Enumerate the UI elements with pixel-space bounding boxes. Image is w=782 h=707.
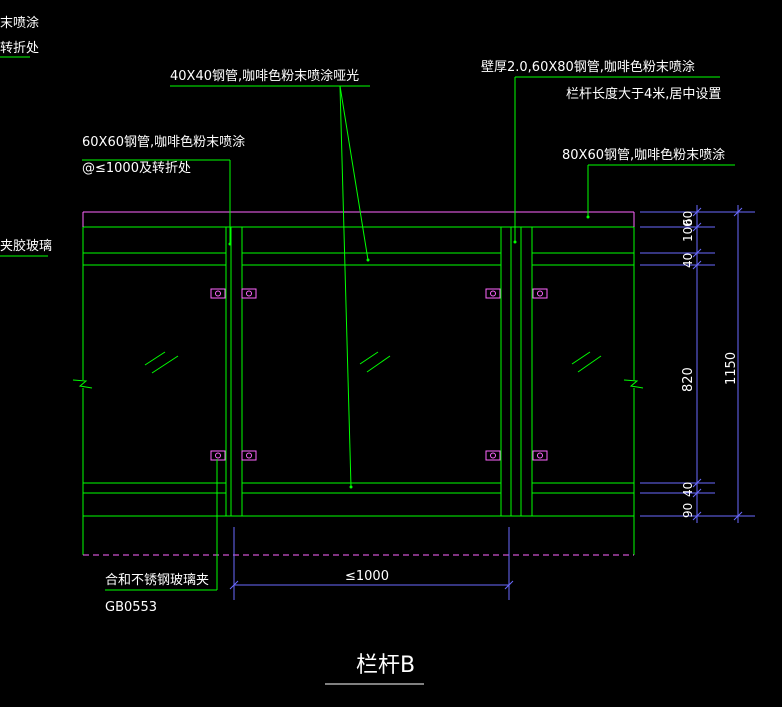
note-handrail-80x60: 80X60钢管,咖啡色粉末喷涂 — [562, 147, 725, 163]
dimension-lines — [229, 205, 755, 600]
dim-40-bottom: 40 — [681, 482, 695, 497]
glass-hatch-marks — [144, 351, 602, 374]
dim-60: 60 — [681, 211, 695, 226]
note-top-left-2: 转折处 — [0, 41, 39, 56]
note-glass: 夹胶玻璃 — [0, 238, 52, 254]
note-post-60x60-2: @≤1000及转折处 — [82, 161, 191, 176]
note-post-60x60-1: 60X60钢管,咖啡色粉末喷涂 — [82, 134, 245, 150]
dim-spacing: ≤1000 — [345, 569, 389, 584]
leader-dots — [228, 215, 590, 489]
dim-100: 100 — [681, 219, 695, 242]
leader-lines — [0, 56, 735, 591]
dim-820: 820 — [681, 367, 696, 392]
note-tube-40x40: 40X40钢管,咖啡色粉末喷涂哑光 — [170, 68, 359, 84]
note-top-left-1: 末喷涂 — [0, 15, 39, 31]
note-clamp-2: GB0553 — [105, 600, 157, 615]
note-clamp-1: 合和不锈钢玻璃夹 — [105, 573, 209, 588]
drawing-title: 栏杆B — [356, 653, 415, 678]
dim-40-top: 40 — [681, 253, 695, 268]
handrail — [82, 211, 635, 227]
railing-frame — [72, 212, 644, 555]
dim-90: 90 — [681, 503, 695, 518]
note-wall-thickness-1: 壁厚2.0,60X80钢管,咖啡色粉末喷涂 — [481, 59, 695, 75]
glass-clamps — [210, 288, 548, 461]
dim-total-height: 1150 — [724, 352, 739, 385]
note-wall-thickness-2: 栏杆长度大于4米,居中设置 — [566, 86, 721, 102]
